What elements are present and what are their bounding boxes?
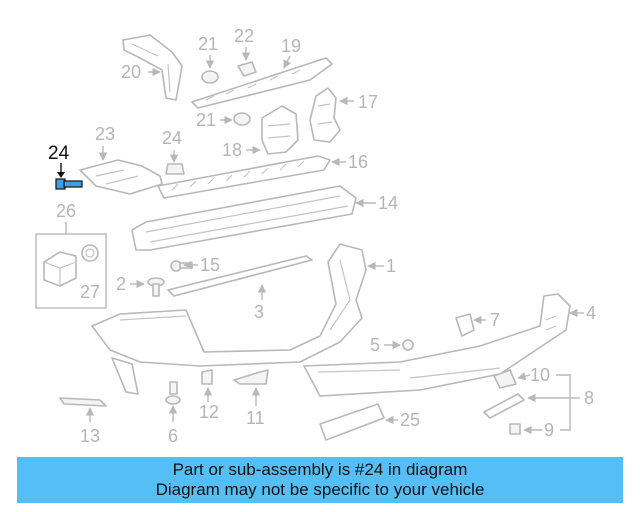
part-25-plug[interactable]	[165, 163, 185, 175]
callout-27: 26	[56, 201, 76, 221]
part-21-clip-upper[interactable]	[201, 70, 219, 84]
part-4-lower-valance[interactable]	[303, 293, 571, 397]
part-8-bracket[interactable]	[483, 393, 525, 419]
callout-1: 1	[386, 256, 396, 276]
callout-8: 8	[584, 388, 594, 408]
part-20-bracket[interactable]	[122, 34, 183, 101]
parts-diagram: 20 21 21 22 19 17 18 16	[35, 26, 596, 446]
callout-28: 27	[80, 282, 100, 302]
bracket-8-group	[556, 374, 571, 431]
callout-3: 3	[254, 302, 264, 322]
callout-23: 23	[95, 124, 115, 144]
callout-21-upper: 21	[198, 34, 218, 54]
callout-18: 18	[222, 140, 242, 160]
callout-6: 6	[168, 426, 178, 446]
part-3-trim-strip[interactable]	[167, 255, 313, 297]
part-18-bracket[interactable]	[261, 105, 299, 155]
part-15-bolt[interactable]	[170, 260, 193, 272]
callout-25: 24	[162, 128, 182, 148]
part-9-bolt[interactable]	[509, 423, 521, 435]
banner-line-1: Part or sub-assembly is #24 in diagram	[172, 460, 468, 479]
callout-2: 2	[116, 274, 126, 294]
part-6-bolt[interactable]	[165, 381, 181, 405]
callout-20: 20	[121, 62, 141, 82]
callout-14: 14	[378, 193, 398, 213]
part-10-cover[interactable]	[493, 369, 517, 389]
part-5-screw[interactable]	[402, 339, 414, 351]
part-19-absorber[interactable]	[191, 57, 333, 109]
part-16-step-pad[interactable]	[157, 155, 331, 199]
callout-12: 12	[199, 402, 219, 422]
leader-24-arrowhead	[57, 172, 65, 178]
part-27-sensor-housing[interactable]	[43, 251, 77, 287]
callout-19: 19	[281, 36, 301, 56]
callout-5: 5	[370, 335, 380, 355]
callout-10: 10	[530, 365, 550, 385]
callout-9: 9	[544, 420, 554, 440]
part-lower-corner[interactable]	[111, 357, 139, 395]
callout-17: 17	[358, 92, 378, 112]
part-28-grommet[interactable]	[81, 244, 99, 262]
part-12-clip[interactable]	[201, 369, 213, 385]
banner-line-2: Diagram may not be specific to your vehi…	[155, 480, 485, 499]
part-11-bracket[interactable]	[233, 369, 269, 385]
part-22-retainer[interactable]	[237, 61, 257, 77]
part-14-impact-bar[interactable]	[131, 185, 357, 251]
callout-4: 4	[586, 303, 596, 323]
part-13-reflector[interactable]	[59, 397, 107, 407]
leader-10	[517, 372, 531, 381]
part-26-license-plate-bracket[interactable]	[319, 403, 385, 441]
part-24-bolt-highlighted[interactable]	[55, 178, 83, 190]
part-1-bumper-cover[interactable]	[91, 243, 367, 367]
callout-22: 22	[234, 26, 254, 46]
part-21-clip-lower[interactable]	[233, 112, 251, 126]
callout-11: 11	[246, 408, 265, 428]
callout-21-lower: 21	[196, 110, 216, 130]
callout-15: 15	[200, 255, 220, 275]
part-2-fastener[interactable]	[147, 277, 165, 297]
part-23-bracket[interactable]	[79, 159, 163, 195]
callout-13: 13	[80, 426, 100, 446]
info-banner: Part or sub-assembly is #24 in diagram D…	[17, 457, 623, 503]
callout-24: 24	[48, 143, 70, 164]
callout-7: 7	[490, 310, 500, 330]
kit-27-box	[35, 233, 107, 309]
leader-19	[283, 55, 292, 69]
callout-16: 16	[348, 152, 368, 172]
callout-26: 25	[400, 410, 420, 430]
part-17-side-bracket[interactable]	[309, 87, 341, 143]
part-7-bracket[interactable]	[455, 313, 475, 337]
